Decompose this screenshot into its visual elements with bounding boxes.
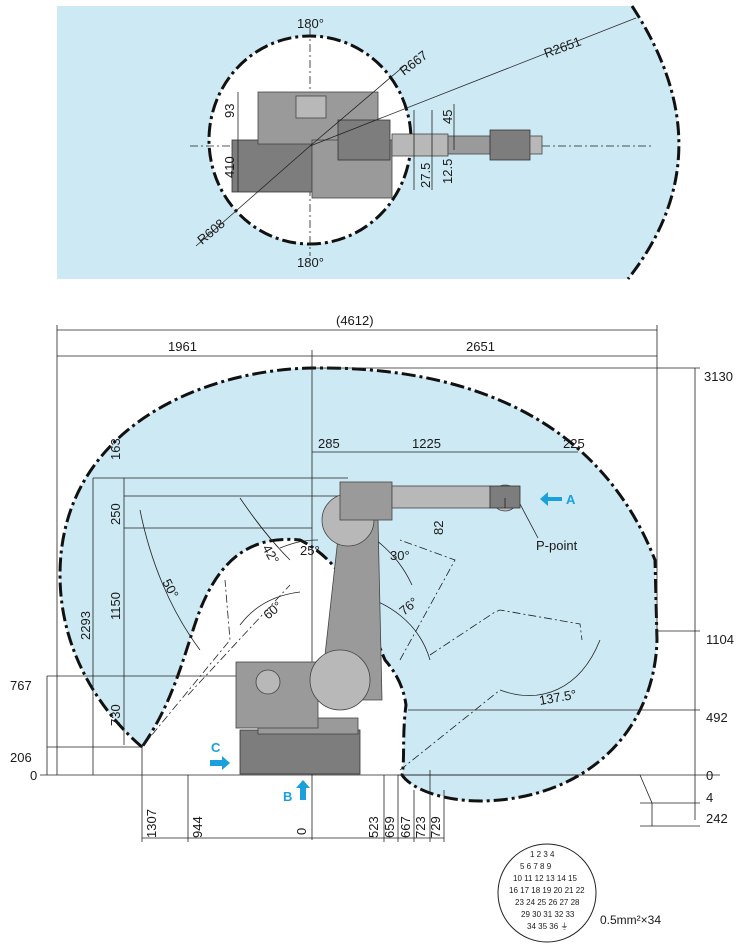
dim-1307: 1307 <box>144 809 159 838</box>
dim-767: 767 <box>10 678 32 693</box>
connector-row-6: 29 30 31 32 33 <box>521 910 575 919</box>
dim-82: 82 <box>431 521 446 535</box>
dim-410: 410 <box>222 156 237 178</box>
connector-row-5: 23 24 25 26 27 28 <box>515 898 580 907</box>
dim-206: 206 <box>10 750 32 765</box>
dim-730: 730 <box>108 704 123 726</box>
view-label-a: A <box>566 492 576 507</box>
top-view: 180° 180° R2651 R667 R608 93 410 45 27.5… <box>57 5 681 280</box>
dim-492: 492 <box>706 710 728 725</box>
connector-spec: 0.5mm²×34 <box>600 913 661 927</box>
dim-93: 93 <box>222 104 237 118</box>
connector-row-3: 10 11 12 13 14 15 <box>513 874 577 883</box>
view-label-c: C <box>211 740 221 755</box>
top-view-robot <box>231 91 543 199</box>
dim-12-5: 12.5 <box>440 159 455 184</box>
side-view: (4612) 1961 2651 285 1225 225 82 163 250… <box>10 313 734 842</box>
dim-45: 45 <box>440 110 455 124</box>
angle-180-bottom: 180° <box>297 255 324 270</box>
connector-row-1: 1 2 3 4 <box>530 850 555 859</box>
dim-667: 667 <box>398 816 413 838</box>
connector-row-2: 5 6 7 8 9 <box>520 862 552 871</box>
top-view-outer-boundary <box>626 5 681 280</box>
arrow-c-icon <box>210 756 230 770</box>
connector-pinout: 1 2 3 4 5 6 7 8 9 10 11 12 13 14 15 16 1… <box>497 843 661 943</box>
connector-row-7: 34 35 36 ⏚ <box>527 922 568 931</box>
dim-723: 723 <box>413 816 428 838</box>
dim-overall-4612: (4612) <box>336 313 374 328</box>
dim-2651: 2651 <box>466 339 495 354</box>
dim-3130: 3130 <box>704 369 733 384</box>
dim-523: 523 <box>366 816 381 838</box>
dim-250: 250 <box>108 503 123 525</box>
side-view-envelope-boundary <box>58 366 659 803</box>
connector-row-4: 16 17 18 19 20 21 22 <box>509 886 585 895</box>
dim-4: 4 <box>706 790 713 805</box>
dim-1225: 1225 <box>412 436 441 451</box>
dim-2293: 2293 <box>78 611 93 640</box>
arrow-b-icon <box>296 780 310 800</box>
angle-137-5: 137.5° <box>538 687 578 708</box>
dim-0-left: 0 <box>30 768 37 783</box>
dim-0-bottom: 0 <box>294 828 309 835</box>
angle-30: 30° <box>390 548 410 563</box>
dim-1150: 1150 <box>108 592 123 620</box>
p-point-label: P-point <box>536 538 578 553</box>
view-label-b: B <box>283 789 292 804</box>
dim-163: 163 <box>108 438 123 460</box>
dim-944: 944 <box>190 816 205 838</box>
dim-27-5: 27.5 <box>418 163 433 188</box>
angle-60: 60° <box>260 598 285 622</box>
angle-180-top: 180° <box>297 16 324 31</box>
dim-729: 729 <box>428 816 443 838</box>
arrow-a-icon <box>540 492 562 506</box>
side-view-robot <box>235 481 521 775</box>
dim-225: 225 <box>563 436 585 451</box>
dim-659: 659 <box>382 816 397 838</box>
dim-1961: 1961 <box>168 339 197 354</box>
connector-face <box>497 843 597 943</box>
angle-25: 25° <box>300 543 320 558</box>
angle-42: 42° <box>259 542 282 567</box>
dim-242: 242 <box>706 811 728 826</box>
dim-0-right: 0 <box>706 768 713 783</box>
dim-285: 285 <box>318 436 340 451</box>
dim-1104: 1104 <box>706 632 734 647</box>
